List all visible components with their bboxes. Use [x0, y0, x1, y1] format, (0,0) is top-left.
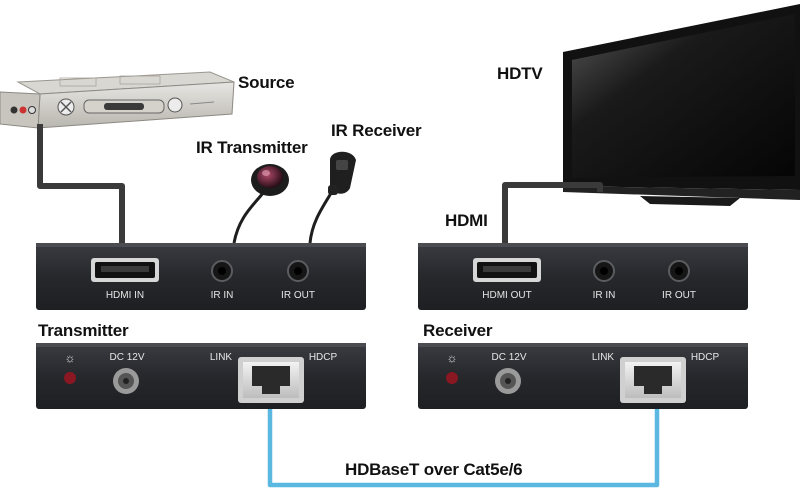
rx-ir-in-label: IR IN	[592, 290, 616, 301]
ir-transmitter-device	[251, 164, 289, 196]
tx-ir-in-label: IR IN	[210, 290, 234, 301]
cables	[37, 124, 660, 488]
hdbaset-cable-label: HDBaseT over Cat5e/6	[345, 460, 523, 479]
tx-hdcp-label: HDCP	[308, 352, 338, 363]
transmitter-front-box	[36, 243, 366, 310]
receiver-front-box	[418, 243, 748, 310]
rx-ir-out-label: IR OUT	[662, 290, 696, 301]
tx-link-label: LINK	[209, 352, 233, 363]
source-device	[0, 71, 235, 129]
ir-receiver-label: IR Receiver	[331, 121, 422, 140]
receiver-label: Receiver	[423, 321, 493, 340]
transmitter-label: Transmitter	[38, 321, 129, 340]
stb-controls	[10, 97, 215, 116]
ir-receiver-device	[328, 151, 356, 195]
ir-transmitter-label: IR Transmitter	[196, 138, 308, 157]
receiver-rear-box	[418, 343, 748, 409]
hdmi-in-label: HDMI IN	[105, 290, 145, 301]
rx-link-label: LINK	[591, 352, 615, 363]
hdmi-out-label: HDMI OUT	[482, 290, 532, 301]
hdtv-device	[563, 4, 800, 206]
source-label: Source	[238, 73, 295, 92]
rx-power-icon: ☼	[446, 351, 458, 365]
hdtv-label: HDTV	[497, 64, 543, 83]
hdmi-label: HDMI	[445, 211, 488, 230]
transmitter-rear-box	[36, 343, 366, 409]
tx-ir-out-label: IR OUT	[281, 290, 315, 301]
tx-dc-label: DC 12V	[109, 352, 145, 363]
tx-power-icon: ☼	[64, 351, 76, 365]
rx-dc-label: DC 12V	[491, 352, 527, 363]
rx-hdcp-label: HDCP	[690, 352, 720, 363]
